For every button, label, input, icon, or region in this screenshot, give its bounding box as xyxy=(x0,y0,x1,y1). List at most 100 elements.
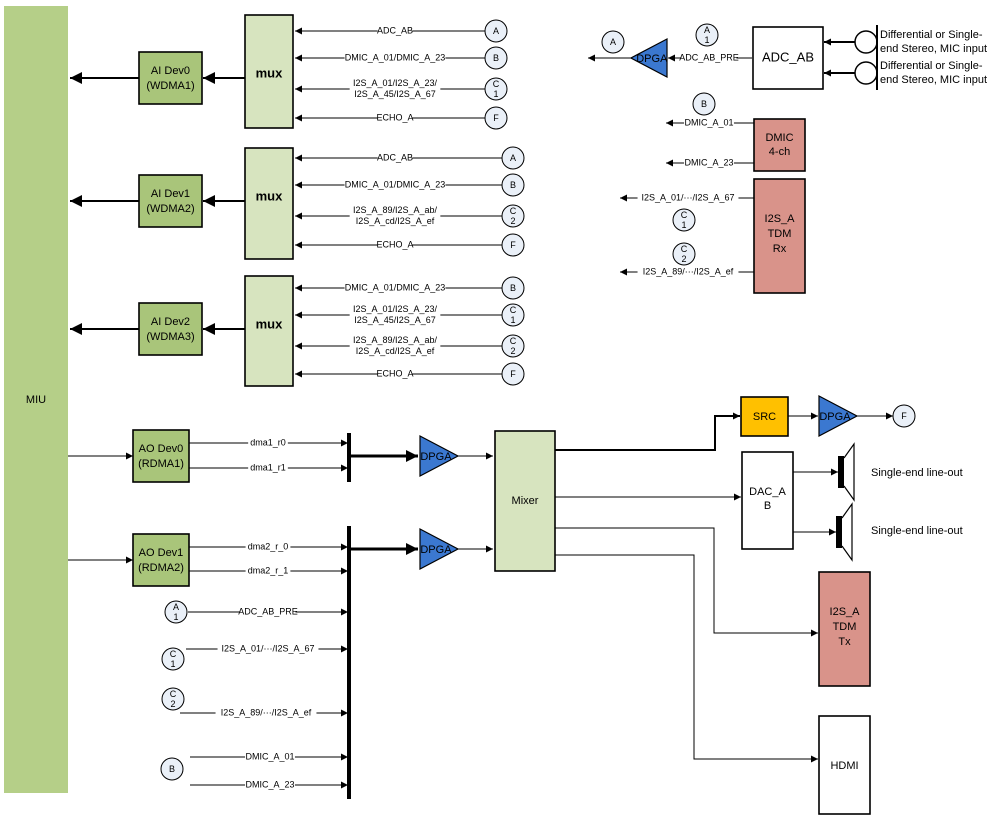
mux-input-label: I2S_A_45/I2S_A_67 xyxy=(354,89,436,99)
dpga-triangle xyxy=(419,528,460,570)
dpga-triangle xyxy=(629,38,668,78)
signal-tag: C2 xyxy=(501,204,525,228)
miu-label: MIU xyxy=(26,394,46,406)
ai-dev-dma: (WDMA3) xyxy=(146,331,194,343)
tag-letter: C xyxy=(493,79,500,89)
tag-letter: C xyxy=(170,649,177,659)
signal-tag: A xyxy=(601,30,625,54)
label-background xyxy=(248,462,288,473)
signal-tag: B xyxy=(501,173,525,197)
tag-letter: C xyxy=(510,206,517,216)
mux-box[interactable] xyxy=(244,147,294,260)
tag-letter: F xyxy=(493,113,499,123)
i2s-rx-label: I2S_A xyxy=(765,213,796,225)
label-background xyxy=(217,643,319,654)
dac-block[interactable] xyxy=(741,451,794,550)
dmic-output-label: DMIC_A_01 xyxy=(684,117,733,127)
signal-tag: F xyxy=(484,106,508,130)
ai-dev-dma: (WDMA2) xyxy=(146,203,194,215)
label-background xyxy=(377,25,413,36)
label-background xyxy=(344,52,446,63)
hdmi-block[interactable] xyxy=(818,715,871,815)
mux-label: mux xyxy=(256,316,284,331)
extra-bus-inputs: A1ADC_AB_PREC1I2S_A_01/⋯/I2S_A_67C2I2S_A… xyxy=(160,600,348,790)
adc-ab-box[interactable] xyxy=(752,26,824,90)
mux-input-label: I2S_A_01/I2S_A_23/ xyxy=(353,304,438,314)
i2s-rx-block[interactable] xyxy=(753,178,806,294)
label-background xyxy=(347,303,443,315)
ao-dev-dma: (RDMA2) xyxy=(138,562,184,574)
tag-circle xyxy=(501,362,525,386)
tag-circle xyxy=(501,146,525,170)
ai-dev-dma: (WDMA1) xyxy=(146,80,194,92)
src-block[interactable] xyxy=(740,396,789,437)
tag-number: 1 xyxy=(681,220,686,230)
ai-dev-box[interactable] xyxy=(138,302,203,356)
tag-circle xyxy=(484,77,508,101)
mux-box[interactable] xyxy=(244,14,294,129)
mixer-to-src-arrow xyxy=(555,412,740,451)
label-background xyxy=(245,541,291,552)
mux-box[interactable] xyxy=(244,275,294,387)
mixer-to-hdmi-arrow xyxy=(555,554,818,763)
dpga-amplifier: DPGA xyxy=(419,528,460,570)
i2s-tx-block[interactable] xyxy=(818,571,871,687)
tag-letter: A xyxy=(704,25,710,35)
dmic-block[interactable] xyxy=(753,118,806,172)
i2s-tx-label: I2S_A xyxy=(830,606,861,618)
channel-label: dma2_r_0 xyxy=(248,541,289,551)
mux-label: mux xyxy=(256,188,284,203)
signal-tag: C1 xyxy=(672,208,696,232)
speaker-magnet xyxy=(838,456,844,488)
mux-input-label: DMIC_A_01/DMIC_A_23 xyxy=(345,282,446,292)
tag-letter: A xyxy=(610,37,616,47)
mux-input-label: I2S_A_45/I2S_A_67 xyxy=(354,315,436,325)
label-background xyxy=(681,52,737,63)
tag-circle xyxy=(161,647,185,671)
label-background xyxy=(684,157,734,168)
i2s-rx-section: I2S_ATDMRxI2S_A_01/⋯/I2S_A_67I2S_A_89/⋯/… xyxy=(620,178,806,294)
i2s-rx-label: Rx xyxy=(773,243,787,255)
ai-dev-box[interactable] xyxy=(138,174,203,228)
ao-dev-box[interactable] xyxy=(132,533,190,587)
tag-letter: F xyxy=(510,240,516,250)
speaker-magnet xyxy=(836,516,842,548)
ai-dev-box[interactable] xyxy=(138,51,203,105)
tag-circle xyxy=(160,757,184,781)
extra-input-label: I2S_A_01/⋯/I2S_A_67 xyxy=(221,643,314,653)
tag-circle xyxy=(484,19,508,43)
microphone-icon xyxy=(854,25,878,59)
label-background xyxy=(349,314,441,326)
ai-dev-name: AI Dev1 xyxy=(151,188,190,200)
ao-dev-box[interactable] xyxy=(132,429,190,483)
mux-input-label: I2S_A_89/I2S_A_ab/ xyxy=(353,205,438,215)
tag-circle xyxy=(164,600,188,624)
dpga-label: DPGA xyxy=(636,53,668,65)
mic-input-label: Differential or Single- xyxy=(880,29,983,41)
signal-tag: B xyxy=(692,92,716,116)
tag-circle xyxy=(501,334,525,358)
tag-number: 2 xyxy=(170,699,175,709)
label-background xyxy=(377,152,413,163)
i2s-rx-label: TDM xyxy=(768,228,792,240)
mux-input-label: ADC_AB xyxy=(377,152,413,162)
label-background xyxy=(377,368,413,379)
miu-block: MIU xyxy=(4,6,68,793)
mixer-box[interactable] xyxy=(494,430,556,572)
signal-tag: B xyxy=(484,46,508,70)
dac-label: B xyxy=(764,500,771,512)
tag-circle xyxy=(501,173,525,197)
tag-letter: B xyxy=(701,99,707,109)
dmic-output-label: DMIC_A_23 xyxy=(684,157,733,167)
signal-tag: C2 xyxy=(161,687,185,711)
src-label: SRC xyxy=(753,411,776,423)
signal-tag: F xyxy=(501,362,525,386)
signal-tag: C1 xyxy=(161,647,185,671)
speaker-cone xyxy=(843,442,855,502)
i2s-tx-label: Tx xyxy=(838,636,851,648)
tag-circle xyxy=(484,106,508,130)
